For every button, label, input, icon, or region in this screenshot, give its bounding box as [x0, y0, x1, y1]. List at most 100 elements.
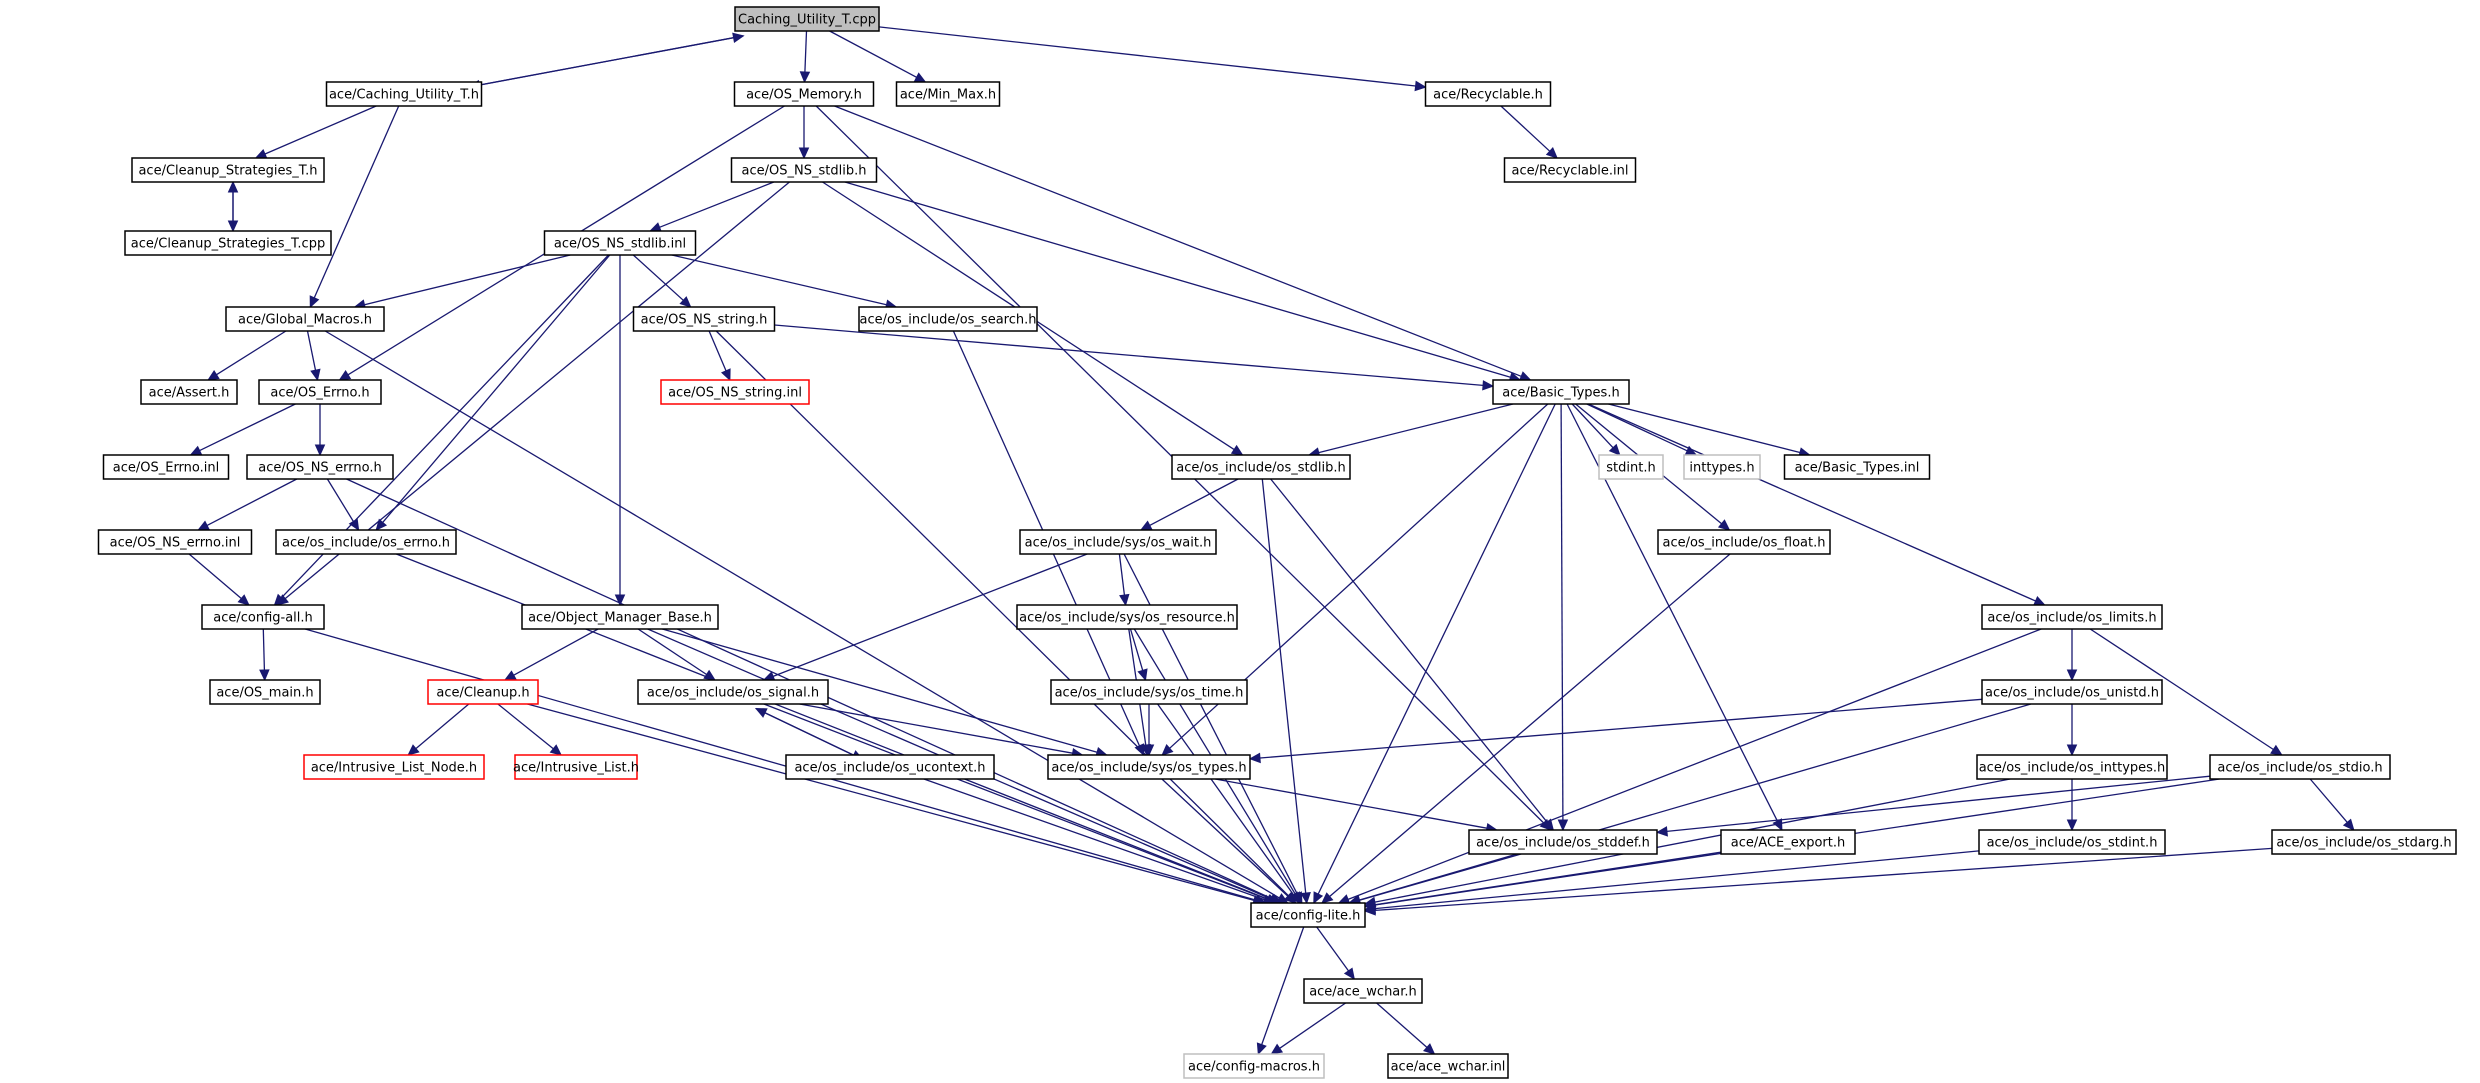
edge-line [1318, 403, 1514, 454]
arrowhead-icon [649, 222, 662, 233]
node-box [140, 379, 238, 405]
node-box [637, 679, 829, 705]
node-box [785, 754, 995, 780]
node-box [124, 230, 332, 256]
node-os-stdio[interactable]: ace/os_include/os_stdio.h [2209, 754, 2391, 780]
edge-line [1608, 403, 1801, 454]
arrowhead-icon [799, 71, 811, 84]
edge-line [206, 478, 298, 526]
node-obj-mgr-base[interactable]: ace/Object_Manager_Base.h [521, 604, 719, 630]
node-min-max[interactable]: ace/Min_Max.h [895, 81, 1001, 107]
node-cleanup-h[interactable]: ace/Cleanup.h [427, 679, 539, 705]
node-label: ace/Global_Macros.h [238, 313, 372, 328]
node-label: ace/Assert.h [149, 386, 230, 401]
arrowhead-icon [2066, 669, 2078, 682]
arrowhead-icon [732, 32, 745, 44]
include-edge-os_ns_stdlib_inl-to-os_ns_string_h [632, 254, 692, 308]
include-edge-root-to-min_max [829, 30, 927, 83]
node-os-stddef[interactable]: ace/os_include/os_stddef.h [1468, 829, 1658, 855]
node-assert[interactable]: ace/Assert.h [140, 379, 238, 405]
node-recyclable-h[interactable]: ace/Recyclable.h [1424, 81, 1552, 107]
node-os-stdlib[interactable]: ace/os_include/os_stdlib.h [1171, 454, 1351, 480]
node-os-unistd[interactable]: ace/os_include/os_unistd.h [1981, 679, 2163, 705]
edge-line [1666, 775, 2211, 833]
include-edge-os_ns_stdlib_h-to-basic_types_h [844, 181, 1522, 383]
node-os-ucontext[interactable]: ace/os_include/os_ucontext.h [785, 754, 995, 780]
edge-line [264, 105, 377, 155]
node-label: ace/os_include/os_unistd.h [1985, 686, 2159, 701]
node-ace-wchar-h[interactable]: ace/ace_wchar.h [1303, 978, 1423, 1004]
node-label: ace/os_include/os_float.h [1662, 536, 1825, 551]
node-os-signal[interactable]: ace/os_include/os_signal.h [637, 679, 829, 705]
include-edge-os_stdlib-to-config_lite [1261, 478, 1311, 905]
edge-line [1129, 628, 1144, 671]
node-stdint: stdint.h [1598, 454, 1664, 480]
node-os-wait[interactable]: ace/os_include/sys/os_wait.h [1019, 529, 1217, 555]
node-os-main[interactable]: ace/OS_main.h [209, 679, 321, 705]
include-edge-os_types-to-os_stddef [1215, 778, 1499, 834]
node-os-ns-errno-h[interactable]: ace/OS_NS_errno.h [246, 454, 394, 480]
edge-line [1588, 403, 2036, 602]
node-label: ace/Cleanup_Strategies_T.h [138, 164, 317, 179]
node-config-all[interactable]: ace/config-all.h [201, 604, 325, 630]
include-edge-os_ns_stdlib_inl-to-obj_mgr_base [614, 255, 626, 607]
node-config-lite[interactable]: ace/config-lite.h [1250, 902, 1366, 928]
node-os-ns-errno-inl[interactable]: ace/OS_NS_errno.inl [97, 529, 253, 555]
node-os-search[interactable]: ace/os_include/os_search.h [858, 306, 1038, 332]
node-box [1981, 679, 2163, 705]
node-os-errno-h[interactable]: ace/OS_Errno.h [258, 379, 382, 405]
node-intrusive-list[interactable]: ace/Intrusive_List.h [513, 754, 639, 780]
include-edge-os_ns_errno_inl-to-config_all [188, 553, 250, 606]
node-ace-wchar-inl[interactable]: ace/ace_wchar.inl [1387, 1053, 1509, 1079]
node-os-ns-string-h[interactable]: ace/OS_NS_string.h [632, 306, 776, 332]
node-box [1492, 379, 1630, 405]
include-edge-os_stdlib-to-os_stddef [1270, 478, 1555, 831]
node-os-inttypes[interactable]: ace/os_include/os_inttypes.h [1976, 754, 2168, 780]
include-edge-basic_types_h-to-stdint [1571, 403, 1621, 456]
node-box [1047, 754, 1251, 780]
node-os-stdarg[interactable]: ace/os_include/os_stdarg.h [2271, 829, 2457, 855]
node-label: ace/OS_Errno.h [270, 386, 369, 401]
arrowhead-icon [549, 744, 563, 756]
node-global-macros[interactable]: ace/Global_Macros.h [225, 306, 385, 332]
node-os-ns-stdlib-h[interactable]: ace/OS_NS_stdlib.h [730, 157, 878, 183]
include-edge-os_inttypes-to-os_stdint [2066, 779, 2078, 832]
include-edge-os_unistd-to-os_inttypes [2066, 704, 2078, 757]
node-cut-h[interactable]: ace/Caching_Utility_T.h [325, 81, 483, 107]
include-edge-global_macros-to-assert [207, 330, 287, 381]
arrowhead-icon [207, 369, 220, 381]
node-os-resource[interactable]: ace/os_include/sys/os_resource.h [1016, 604, 1238, 630]
node-recyclable-inl[interactable]: ace/Recyclable.inl [1503, 157, 1637, 183]
node-cleanup-st-h[interactable]: ace/Cleanup_Strategies_T.h [131, 157, 325, 183]
node-os-float[interactable]: ace/os_include/os_float.h [1657, 529, 1831, 555]
include-edge-os_stdio-to-os_stddef [1655, 775, 2211, 837]
edge-line [764, 712, 863, 761]
arrowhead-icon [254, 148, 268, 159]
node-box [225, 306, 385, 332]
node-os-limits[interactable]: ace/os_include/os_limits.h [1981, 604, 2163, 630]
edge-line [804, 30, 808, 73]
node-os-ns-string-inl[interactable]: ace/OS_NS_string.inl [660, 379, 810, 405]
node-os-memory[interactable]: ace/OS_Memory.h [733, 81, 875, 107]
node-basic-types-inl[interactable]: ace/Basic_Types.inl [1783, 454, 1931, 480]
node-basic-types-h[interactable]: ace/Basic_Types.h [1492, 379, 1630, 405]
edge-line [708, 330, 727, 372]
node-label: Caching_Utility_T.cpp [738, 13, 876, 28]
include-edge-global_macros-to-os_errno_h [306, 330, 321, 382]
node-os-errno-inl[interactable]: ace/OS_Errno.inl [102, 454, 230, 480]
node-os-time[interactable]: ace/os_include/sys/os_time.h [1050, 679, 1248, 705]
node-label: ace/os_include/sys/os_types.h [1051, 761, 1246, 776]
arrowhead-icon [614, 594, 626, 607]
include-edge-ace_export-to-config_lite [1363, 851, 1722, 910]
node-os-errno-inc[interactable]: ace/os_include/os_errno.h [275, 529, 457, 555]
node-label: ace/Recyclable.inl [1512, 164, 1629, 179]
node-inttypes: inttypes.h [1683, 454, 1761, 480]
node-os-ns-stdlib-inl[interactable]: ace/OS_NS_stdlib.inl [543, 230, 697, 256]
node-ace-export[interactable]: ace/ACE_export.h [1720, 829, 1856, 855]
node-os-stdint[interactable]: ace/os_include/os_stdint.h [1978, 829, 2166, 855]
include-edge-config_lite-to-config_macros [1256, 926, 1305, 1056]
node-cleanup-st-cpp[interactable]: ace/Cleanup_Strategies_T.cpp [124, 230, 332, 256]
node-os-types[interactable]: ace/os_include/sys/os_types.h [1047, 754, 1251, 780]
node-intrusive-list-node[interactable]: ace/Intrusive_List_Node.h [303, 754, 485, 780]
node-box [1183, 1053, 1325, 1079]
